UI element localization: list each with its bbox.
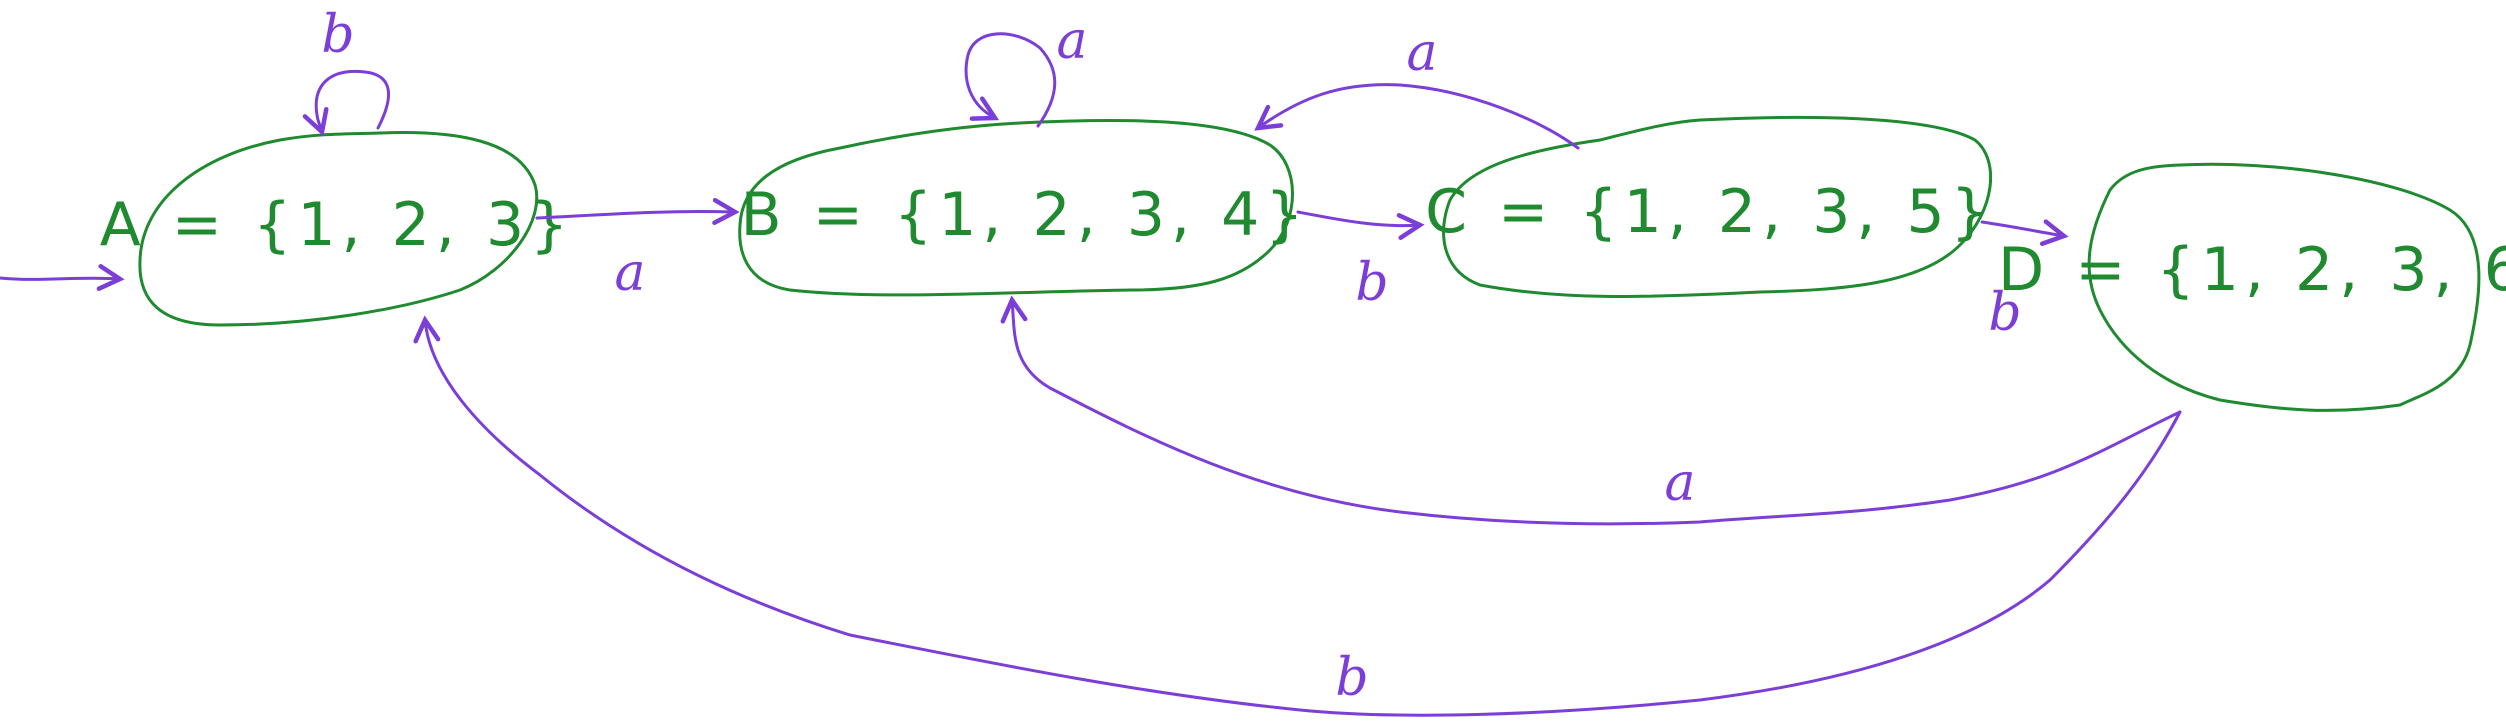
state-c-label: C = {1, 2, 3, 5}	[1425, 177, 1995, 247]
state-d-label: D = {1, 2, 3, 6}	[1998, 235, 2506, 305]
state-a-label: A = {1, 2, 3}	[100, 190, 575, 260]
edge-c-b: a	[1258, 23, 1580, 150]
edge-b-c-label: b	[1355, 253, 1388, 313]
state-b-outline	[738, 118, 1294, 297]
edge-b-self-label: a	[1056, 11, 1087, 71]
edge-d-b: a	[1012, 300, 2182, 526]
state-c-outline	[1442, 115, 1993, 298]
edge-a-self-line	[316, 69, 391, 132]
edge-a-b-line	[535, 212, 735, 218]
edge-d-b-line	[1012, 300, 2182, 526]
edge-c-d-label: b	[1988, 283, 2021, 343]
state-a: A = {1, 2, 3}	[100, 131, 575, 327]
edge-a-b: a	[535, 212, 735, 303]
edge-c-b-label: a	[1406, 23, 1437, 83]
edge-b-self: a	[964, 11, 1088, 128]
edge-a-b-label: a	[614, 243, 645, 303]
edge-b-self-line	[964, 32, 1057, 128]
state-c: C = {1, 2, 3, 5}	[1425, 115, 1995, 298]
edge-d-b-label: a	[1664, 453, 1695, 513]
edge-c-d-line	[1980, 222, 2064, 236]
state-d-outline	[2087, 162, 2481, 412]
edge-c-d: b	[1980, 222, 2064, 343]
state-b: B = {1, 2, 3, 4}	[738, 118, 1309, 297]
edge-d-a-line	[425, 320, 2182, 717]
start-arrow-line	[0, 278, 120, 279]
edge-d-a: b	[425, 320, 2182, 717]
edge-c-b-line	[1258, 83, 1580, 150]
start-arrow	[0, 278, 120, 279]
state-a-outline	[138, 131, 539, 327]
state-d: D = {1, 2, 3, 6}	[1998, 162, 2506, 412]
edge-a-self: b	[316, 5, 391, 132]
edge-a-self-label: b	[321, 5, 354, 65]
edge-b-c: b	[1296, 210, 1420, 313]
state-b-label: B = {1, 2, 3, 4}	[740, 180, 1309, 250]
edge-d-a-label: b	[1335, 648, 1368, 708]
edge-b-c-line	[1296, 210, 1420, 226]
